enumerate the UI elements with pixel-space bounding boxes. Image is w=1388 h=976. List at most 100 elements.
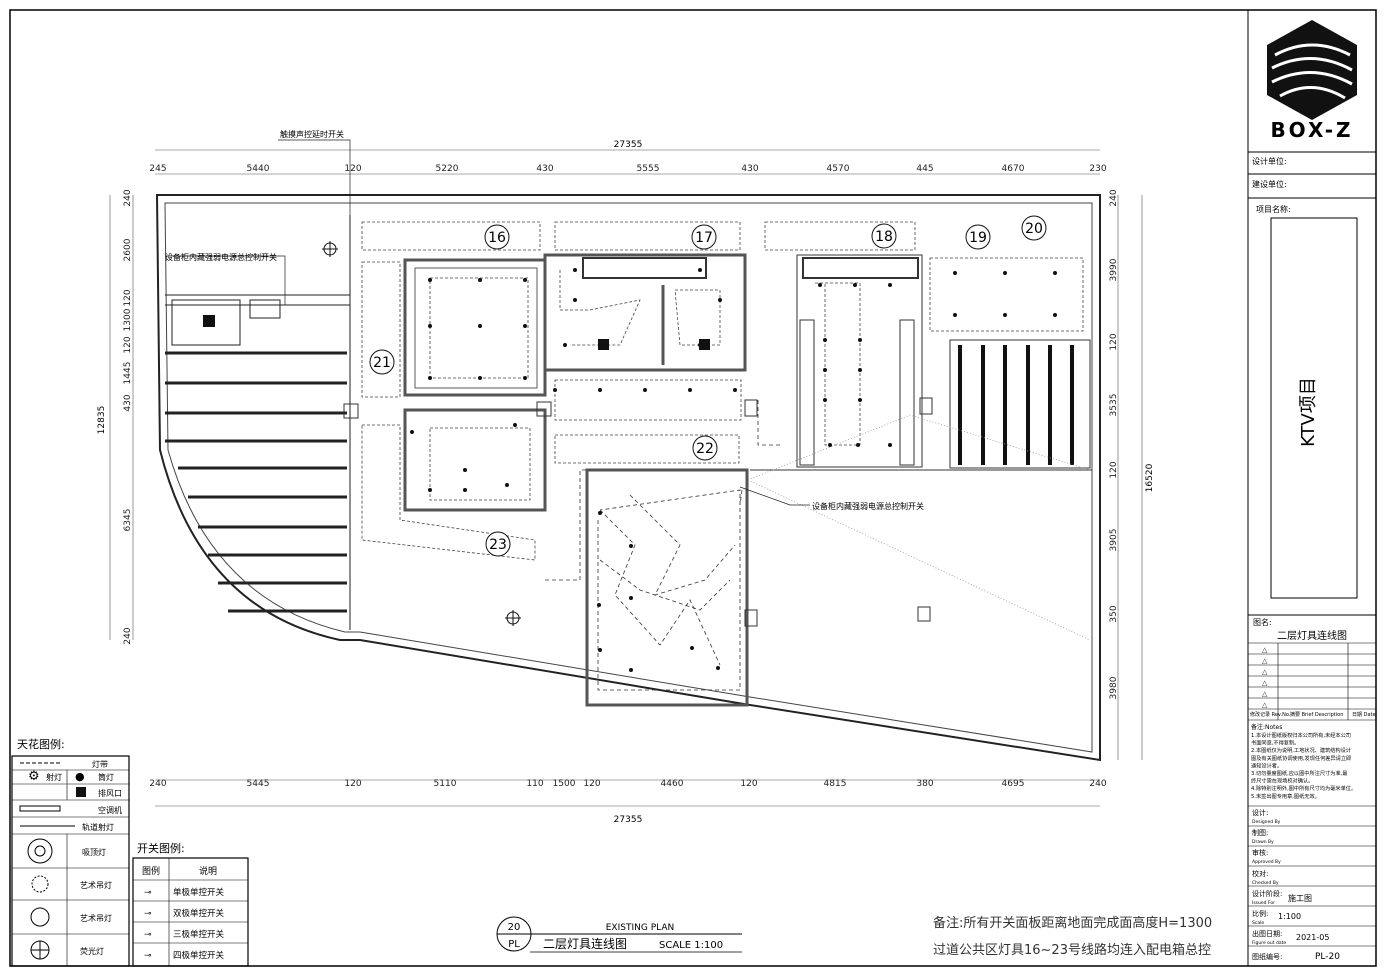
quad-switch-icon: ⊸ [144,951,152,961]
drawing-name-label: 图名: [1253,617,1272,627]
checked-label: 校对: [1252,869,1268,878]
bottom-dim-label: 120 [740,779,757,789]
switch-single: 单极单控开关 [173,887,225,898]
room-number-circle [871,223,897,249]
right-dim-label: 240 [1109,189,1119,206]
scale-label: 比例: [1252,909,1268,918]
exhaust-vent-icon [203,315,215,327]
right-cabinet-leader [739,486,810,506]
ceiling-legend-title: 天花图例: [17,737,65,751]
exhaust-vent-icon [76,787,86,797]
revision-triangle-icon: △ [1262,657,1268,665]
light-fixtures [410,268,1057,672]
drawing-scale: SCALE 1:100 [659,940,723,951]
ceiling-legend-table [11,755,130,967]
bottom-dim-label: 380 [916,779,933,789]
right-dim-label: 3905 [1109,529,1119,552]
drawing-no-label: 图纸编号: [1252,952,1282,961]
switch-header-desc: 说明 [199,865,217,877]
legend-ceiling-light: 吸顶灯 [82,847,106,857]
drawing-code: PL [508,939,520,950]
left-dim-label: 240 [123,189,133,206]
room-number: 17 [695,230,713,246]
light-fixture [716,666,720,670]
left-dim-label: 120 [123,336,133,353]
legend-light-strip: 灯带 [92,759,108,769]
switch-legend-table [132,857,249,967]
top-dim-label: 4670 [1002,164,1025,174]
bottom-dim-label: 5445 [247,779,270,789]
room-number: 20 [1025,221,1043,237]
revision-triangle-icon: △ [1262,646,1268,654]
room-number: 21 [373,355,391,371]
downlight-icon: ● [75,770,85,783]
room-18-enclosure [796,254,923,468]
legend-track-light: 轨道射灯 [82,822,114,832]
designer-en: Designed By [1252,819,1281,825]
legend-art-pendant: 艺术吊灯 [80,880,112,890]
light-fixture [856,443,860,447]
revision-table [1248,642,1376,721]
light-fixture [505,483,509,487]
legend-spotlight: 射灯 [46,772,62,782]
light-fixture [1053,271,1057,275]
right-stair-block [949,339,1091,469]
date-en: Figure out date [1252,940,1286,946]
legend-exhaust: 排风口 [98,788,122,798]
bottom-dim-label: 1500 [553,779,576,789]
light-fixture [858,398,862,402]
bottom-dim-label: 120 [344,779,361,789]
legend-fluorescent: 荧光灯 [80,946,104,956]
remarks-line-2: 过道公共区灯具16~23号线路均连入配电箱总控 [933,942,1211,958]
room-number-circle [369,349,395,375]
switch-triple: 三极单控开关 [173,929,225,940]
revision-col-no: 修改记录 Rev.No. [1250,711,1291,718]
light-fixture [953,271,957,275]
light-fixture [428,324,432,328]
revision-triangle-icon: △ [1262,668,1268,676]
designer-label: 设计: [1252,808,1268,817]
light-fixture [428,376,432,380]
stage-label: 设计阶段: [1252,889,1282,898]
date-value: 2021-05 [1296,933,1329,942]
light-fixture [858,338,862,342]
room-23-enclosure [403,408,547,512]
approved-en: Approved By [1252,859,1281,865]
light-fixture [818,283,822,287]
build-unit-label: 建设单位: [1252,179,1287,189]
top-switch-leader [278,139,351,215]
bottom-dim-label: 4460 [661,779,684,789]
light-fixture [643,388,647,392]
left-dim-label: 6345 [123,509,133,532]
light-fixture [523,376,527,380]
inner-wall [164,202,1093,753]
light-fixture [428,278,432,282]
note-line: 4.除特别注明外,图中所有尺寸均为毫米单位。 [1251,784,1356,792]
drawn-label: 制图: [1252,828,1268,837]
light-fixture [463,488,467,492]
right-dim-label: 3980 [1109,676,1119,699]
light-fixture [718,298,722,302]
light-fixture [953,313,957,317]
notes-list: 1.本设计图纸版权归本公司所有,未经本公司书面同意,不得复制。2.本图纸仅为说明… [1251,731,1356,800]
project-name-box [1270,217,1358,599]
revision-triangle-icon: △ [1262,690,1268,698]
floor-plan [109,139,1143,807]
single-switch-icon: ⊸ [144,888,152,898]
light-fixture [513,423,517,427]
top-dim-label: 230 [1089,164,1106,174]
light-fixture [410,430,414,434]
switch-legend-title: 开关图例: [137,841,185,855]
light-fixture [1053,313,1057,317]
right-dim-label: 3535 [1109,394,1119,417]
left-dim-label: 120 [123,289,133,306]
room-number: 23 [489,537,507,553]
switch-quad: 四极单控开关 [173,950,225,961]
checked-en: Checked By [1252,880,1279,886]
room-21-inner [414,267,538,389]
light-fixture [563,343,567,347]
top-dim-label: 120 [344,164,361,174]
